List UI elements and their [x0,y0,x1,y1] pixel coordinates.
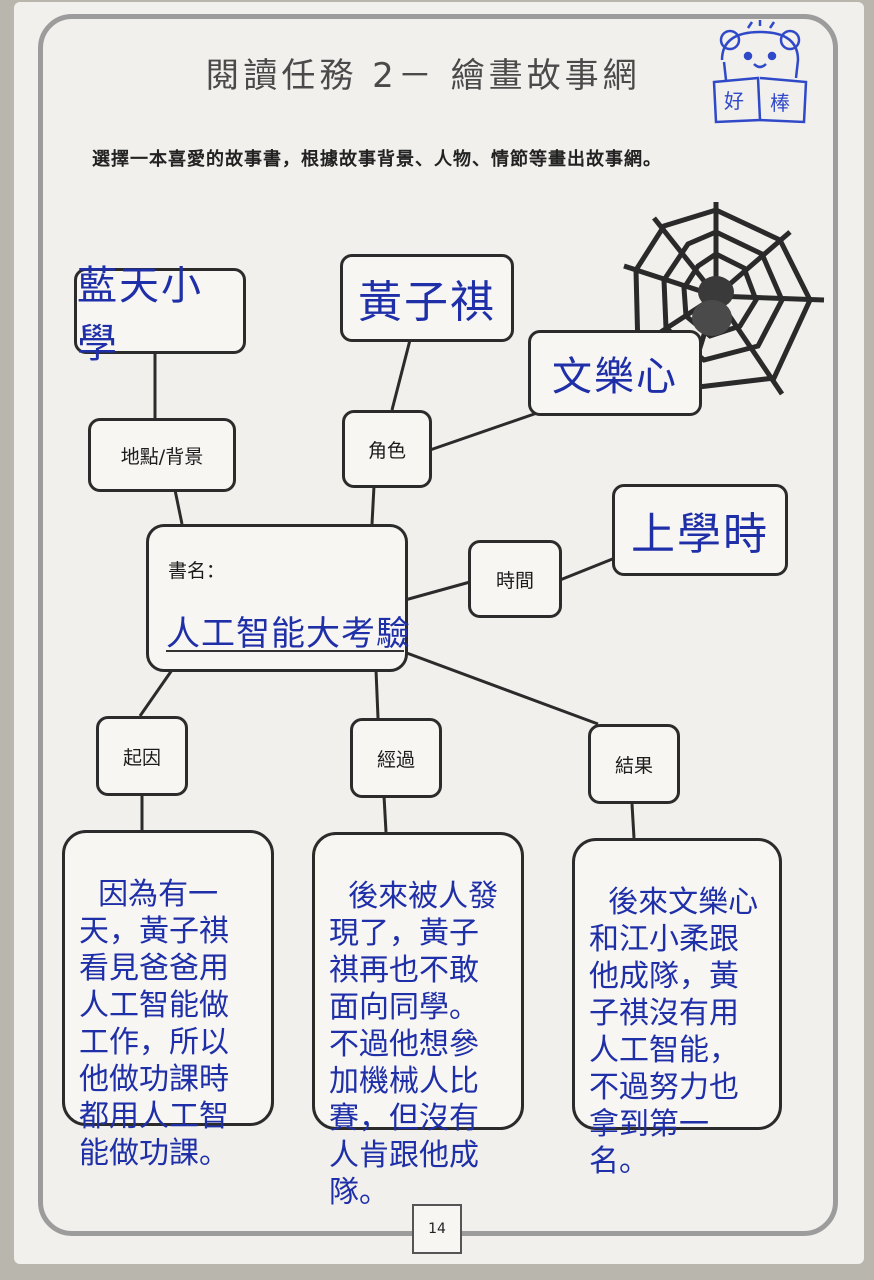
stamp-text-right: 棒 [770,91,790,115]
character-1-box: 黃子祺 [340,254,514,342]
process-label-box: 經過 [350,718,442,798]
character-label-box: 角色 [342,410,432,488]
cause-label: 起因 [122,746,161,769]
time-value: 上學時 [631,509,769,560]
stamp-text-left: 好 [724,89,744,113]
instruction-text: 選擇一本喜愛的故事書，根據故事背景、人物、情節等畫出故事網。 [92,149,662,170]
place-label: 地點/背景 [120,445,204,468]
cause-text: 因為有一天，黃子祺看見爸爸用人工智能做工作，所以他做功課時都用人工智能做功課。 [79,877,229,1171]
cause-text-box: 因為有一天，黃子祺看見爸爸用人工智能做工作，所以他做功課時都用人工智能做功課。 [62,830,274,1171]
character-2-box: 文樂心 [528,330,702,416]
process-text-box: 後來被人發現了，黃子祺再也不敢面向同學。不過他想參加機械人比賽，但沒有人肯跟他成… [312,832,524,1210]
time-value-box: 上學時 [612,484,788,576]
bear-stamp-icon: 好 棒 [708,20,818,134]
time-label-box: 時間 [468,540,562,618]
cause-label-box: 起因 [96,716,188,796]
result-text: 後來文樂心和江小柔跟他成隊，黃子祺沒有用人工智能，不過努力也拿到第一名。 [589,885,759,1179]
page-number: 14 [412,1204,462,1254]
book-title-underline [166,650,404,652]
process-label: 經過 [376,748,415,771]
character-1: 黃子祺 [358,277,496,328]
result-text-box: 後來文樂心和江小柔跟他成隊，黃子祺沒有用人工智能，不過努力也拿到第一名。 [572,838,782,1179]
character-label: 角色 [367,439,406,462]
book-title: 人工智能大考驗 [166,614,411,654]
book-box [146,524,408,672]
character-2: 文樂心 [552,354,678,400]
place-value-box: 藍天小學 [74,263,246,367]
book-label: 書名： [168,560,226,582]
page-title: 閱讀任務 2－ 繪畫故事網 [205,56,641,96]
place-label-box: 地點/背景 [88,418,236,492]
process-text: 後來被人發現了，黃子祺再也不敢面向同學。不過他想參加機械人比賽，但沒有人肯跟他成… [329,879,499,1210]
result-label: 結果 [614,754,653,777]
place-value: 藍天小學 [77,263,203,367]
time-label: 時間 [495,569,534,592]
result-label-box: 結果 [588,724,680,804]
